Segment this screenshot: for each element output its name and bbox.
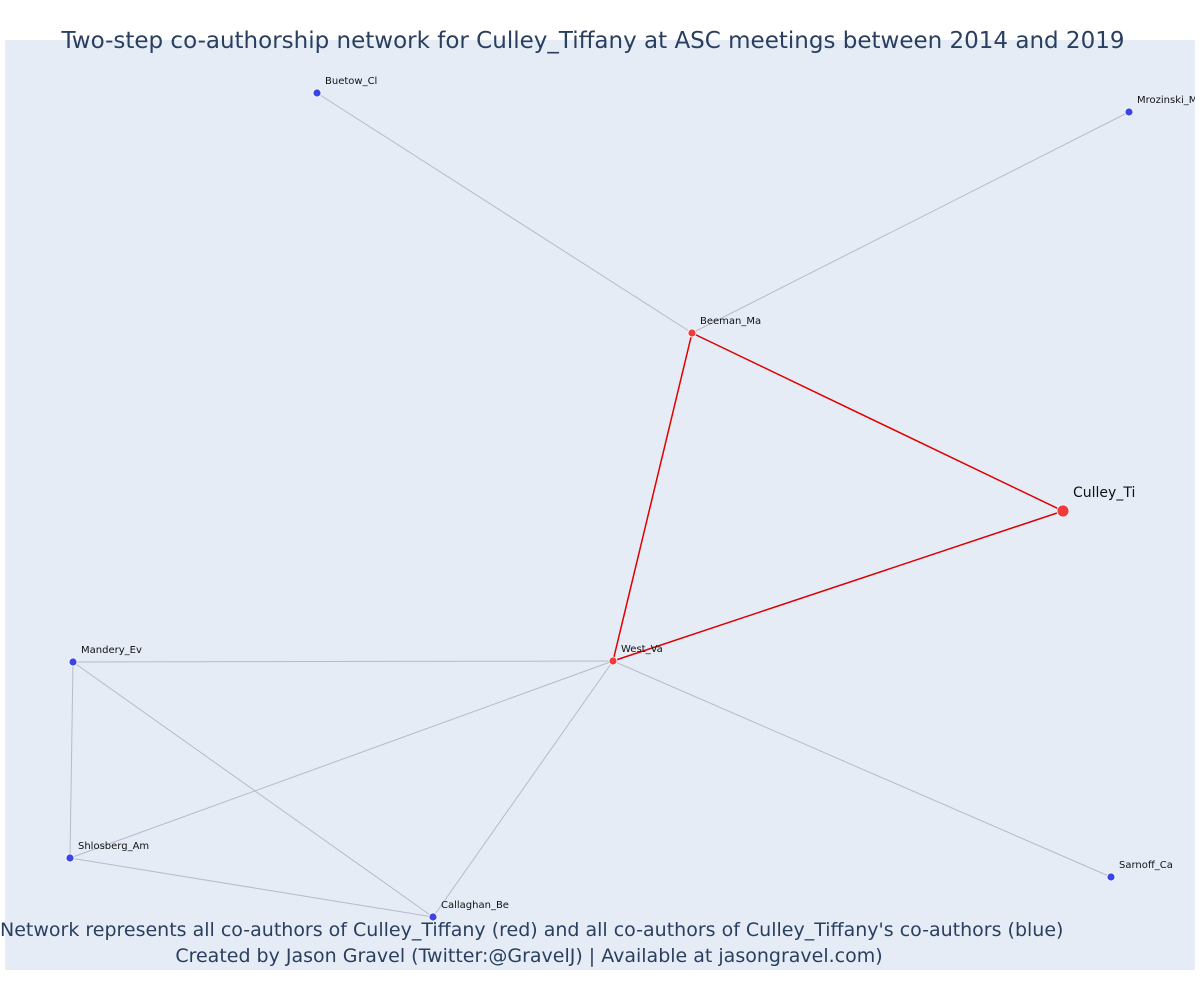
edge-Beeman_Ma-West_Va: [612, 332, 693, 662]
edge-Culley_Ti-Beeman_Ma: [691, 332, 1064, 512]
edge-Shlosberg_Am-Callaghan_Be: [69, 857, 434, 918]
node-Buetow_Cl[interactable]: [312, 88, 322, 98]
node-Sarnoff_Ca[interactable]: [1106, 872, 1116, 882]
node-label-Mandery_Ev: Mandery_Ev: [81, 645, 142, 656]
edge-layer: [69, 92, 1130, 918]
edge-Beeman_Ma-Buetow_Cl: [316, 92, 693, 334]
edge-Mandery_Ev-Shlosberg_Am: [69, 661, 74, 859]
node-Callaghan_Be[interactable]: [428, 912, 438, 922]
footer-caption: Network represents all co-authors of Cul…: [0, 917, 1064, 969]
node-label-West_Va: West_Va: [621, 644, 663, 655]
footer-caption-line-1: Network represents all co-authors of Cul…: [0, 919, 1064, 941]
edge-Mandery_Ev-Callaghan_Be: [72, 661, 434, 918]
node-Shlosberg_Am[interactable]: [65, 853, 75, 863]
edge-Culley_Ti-West_Va: [612, 510, 1064, 662]
node-label-Culley_Ti: Culley_Ti: [1073, 485, 1135, 501]
node-Mrozinski_M[interactable]: [1124, 107, 1134, 117]
node-label-Beeman_Ma: Beeman_Ma: [700, 316, 761, 327]
node-Mandery_Ev[interactable]: [68, 657, 78, 667]
chart-title: Two-step co-authorship network for Culle…: [61, 28, 1125, 54]
node-layer: [65, 88, 1134, 922]
node-Culley_Ti[interactable]: [1056, 504, 1070, 518]
edge-West_Va-Shlosberg_Am: [69, 660, 614, 859]
node-label-Sarnoff_Ca: Sarnoff_Ca: [1119, 860, 1173, 871]
footer-caption-line-2: Created by Jason Gravel (Twitter:@Gravel…: [175, 945, 883, 967]
node-label-Callaghan_Be: Callaghan_Be: [441, 900, 509, 911]
edge-West_Va-Callaghan_Be: [432, 660, 614, 918]
node-label-Shlosberg_Am: Shlosberg_Am: [78, 841, 149, 852]
edge-Beeman_Ma-Mrozinski_M: [691, 111, 1130, 334]
edge-West_Va-Mandery_Ev: [72, 660, 614, 663]
node-West_Va[interactable]: [608, 656, 618, 666]
edge-West_Va-Sarnoff_Ca: [612, 660, 1112, 878]
node-label-Mrozinski_M: Mrozinski_M: [1137, 95, 1195, 106]
node-Beeman_Ma[interactable]: [687, 328, 697, 338]
plot-background: [5, 40, 1195, 970]
node-label-Buetow_Cl: Buetow_Cl: [325, 76, 377, 87]
